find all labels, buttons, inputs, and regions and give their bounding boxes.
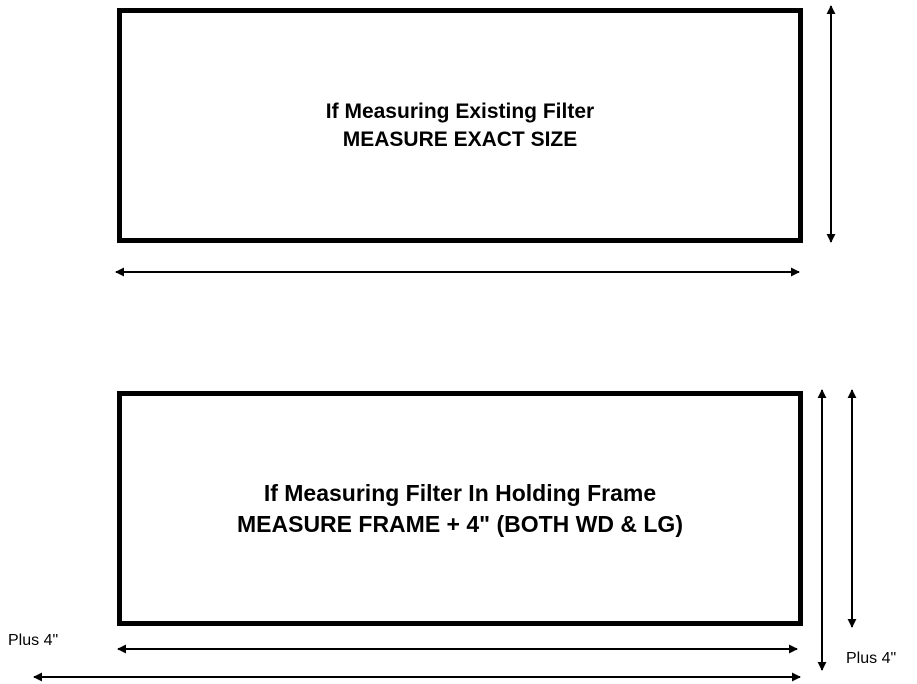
existing-filter-box: If Measuring Existing Filter MEASURE EXA… (117, 8, 803, 243)
plus-height-label: Plus 4" (846, 650, 897, 667)
plus-width-label: Plus 4" (8, 632, 59, 649)
holding-frame-box: If Measuring Filter In Holding Frame MEA… (117, 391, 803, 626)
holding-frame-instruction: MEASURE FRAME + 4" (BOTH WD & LG) (237, 510, 683, 537)
existing-filter-instruction: MEASURE EXACT SIZE (342, 127, 578, 151)
existing-filter-title: If Measuring Existing Filter (325, 99, 595, 123)
holding-frame-title: If Measuring Filter In Holding Frame (263, 479, 657, 506)
